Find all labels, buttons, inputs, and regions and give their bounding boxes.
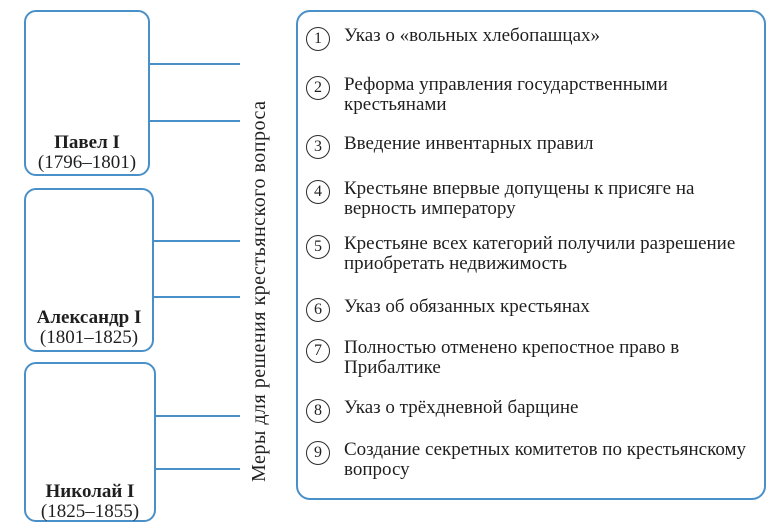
measure-text: Указ о «вольных хлебопашцах» xyxy=(344,25,600,46)
connector-line xyxy=(150,63,240,65)
ruler-box-alexander: Александр I (1801–1825) xyxy=(24,188,154,352)
ruler-name: Николай I xyxy=(45,481,135,502)
measure-number: 4 xyxy=(306,180,330,204)
measure-text: Введение инвентарных правил xyxy=(344,133,594,154)
measure-number: 6 xyxy=(306,298,330,322)
measure-number: 9 xyxy=(306,441,330,465)
measure-number: 5 xyxy=(306,235,330,259)
ruler-years: (1796–1801) xyxy=(37,152,137,173)
connector-line xyxy=(154,296,240,298)
ruler-name: Александр I xyxy=(36,307,142,328)
measure-text: Крестьяне впервые допущены к присяге на … xyxy=(344,178,695,219)
measure-text: Крестьяне всех категорий получили разреш… xyxy=(344,233,736,274)
measure-number: 8 xyxy=(306,399,330,423)
measure-text: Полностью отменено крепостное право в Пр… xyxy=(344,337,680,378)
measure-number: 7 xyxy=(306,339,330,363)
measure-text: Реформа управления государственными крес… xyxy=(344,74,668,115)
measure-text: Указ об обязанных крестьянах xyxy=(344,296,590,317)
ruler-years: (1801–1825) xyxy=(39,327,139,348)
connector-line xyxy=(156,468,240,470)
vertical-label: Меры для решения крестьянского вопроса xyxy=(248,100,270,482)
ruler-box-nicholas: Николай I (1825–1855) xyxy=(24,362,156,522)
measures-box: 1 Указ о «вольных хлебопашцах» 2 Реформа… xyxy=(296,10,766,500)
measure-text: Создание секретных комитетов по крестьян… xyxy=(344,439,747,480)
ruler-box-paul: Павел I (1796–1801) xyxy=(24,10,150,176)
connector-line xyxy=(150,120,240,122)
measure-number: 1 xyxy=(306,27,330,51)
measure-number: 2 xyxy=(306,76,330,100)
measure-number: 3 xyxy=(306,135,330,159)
measure-text: Указ о трёхдневной барщине xyxy=(344,397,579,418)
connector-line xyxy=(154,240,240,242)
ruler-years: (1825–1855) xyxy=(40,501,140,522)
ruler-name: Павел I xyxy=(54,132,120,153)
connector-line xyxy=(156,415,240,417)
